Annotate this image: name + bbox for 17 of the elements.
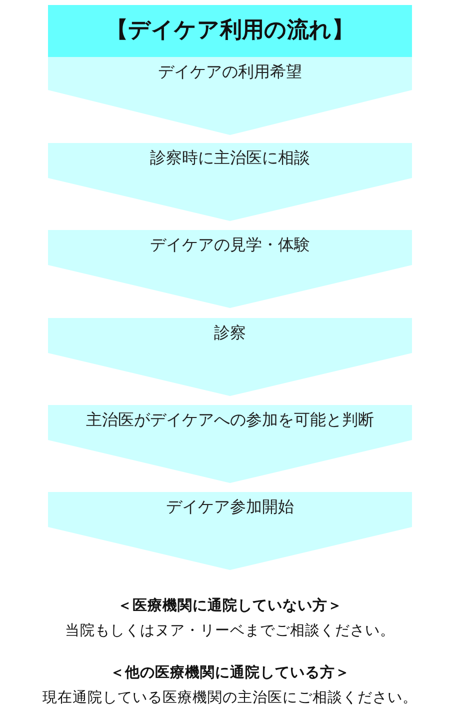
chevron-step (48, 143, 412, 221)
section-heading: ＜医療機関に通院していない方＞ (116, 596, 344, 615)
chevron-step (48, 57, 412, 135)
step-text: 主治医がデイケアへの参加を可能と判断 (85, 409, 375, 431)
step-text: デイケアの見学・体験 (149, 234, 311, 256)
chevron-step (48, 405, 412, 483)
section-heading: ＜他の医療機関に通院している方＞ (109, 663, 351, 682)
step-text: 診察 (213, 322, 247, 344)
chevron-step (48, 492, 412, 570)
step-text: 診察時に主治医に相談 (149, 147, 311, 169)
chevron-step (48, 318, 412, 396)
title-banner: 【デイケア利用の流れ】 (48, 5, 412, 57)
note-text: 現在通院している医療機関の主治医にご相談ください。 (42, 688, 418, 707)
chevron-step (48, 230, 412, 308)
step-text: デイケアの利用希望 (157, 61, 303, 83)
note-text: 当院もしくはヌア・リーベまでご相談ください。 (64, 622, 396, 640)
step-text: デイケア参加開始 (165, 496, 295, 518)
